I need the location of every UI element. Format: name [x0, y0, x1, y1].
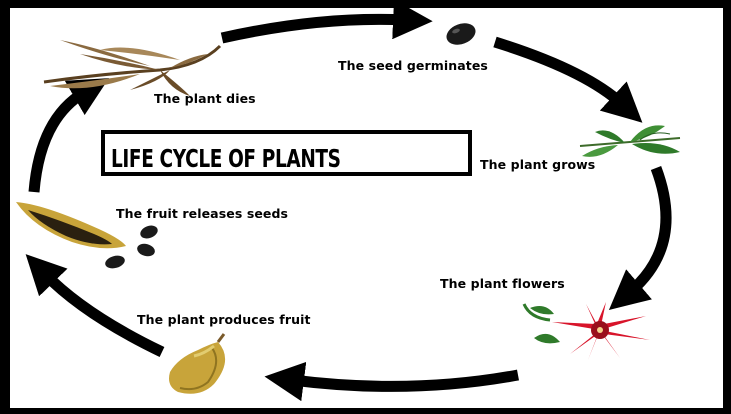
- title-box: LIFE CYCLE OF PLANTS: [101, 130, 472, 176]
- stage-label-plant-produces-fruit: The plant produces fruit: [137, 312, 311, 327]
- arrow-dies-to-seed: [222, 19, 405, 38]
- stage-label-plant-dies: The plant dies: [154, 91, 256, 106]
- arrow-flowers-to-fruit: [292, 375, 518, 386]
- fruit-icon: [164, 330, 236, 398]
- stage-label-plant-flowers: The plant flowers: [440, 276, 565, 291]
- arrow-releases-to-dies: [34, 92, 85, 192]
- arrow-grows-to-flowers: [630, 168, 666, 292]
- diagram-title: LIFE CYCLE OF PLANTS: [111, 146, 341, 171]
- stage-label-fruit-releases-seeds: The fruit releases seeds: [116, 206, 288, 221]
- arrow-seed-to-grows: [495, 42, 622, 104]
- stage-label-plant-grows: The plant grows: [480, 157, 595, 172]
- stage-label-seed-germinates: The seed germinates: [338, 58, 488, 73]
- seed-icon: [442, 20, 480, 48]
- flower-icon: [520, 298, 660, 362]
